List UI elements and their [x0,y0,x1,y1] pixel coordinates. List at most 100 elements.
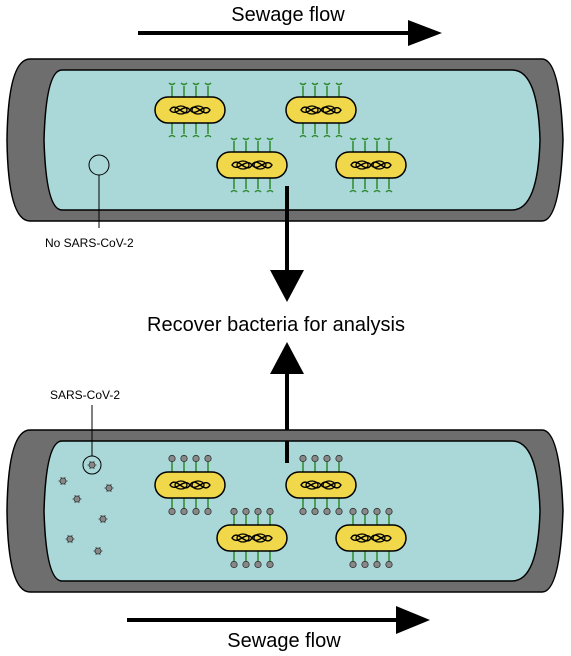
bottom-virus-callout [82,405,102,475]
virus-particle [58,476,68,486]
receptor-fork [168,82,176,86]
receptor-fork [361,137,369,141]
top-sewage-water [43,69,541,211]
receptor-fork [204,82,212,86]
receptor-fork [385,189,393,193]
receptor-fork [385,137,393,141]
bound-virus-particle [192,454,200,463]
bound-virus-particle [180,454,188,463]
receptor-fork [323,134,331,138]
virus-particle [87,460,97,470]
virus-particle [104,483,114,493]
bound-virus-particle [311,507,319,516]
bound-virus-particle [323,507,331,516]
receptor-fork [192,82,200,86]
genome-coil [169,481,211,489]
bound-virus-particle [266,560,274,569]
receptor-fork [361,189,369,193]
receptor-fork [180,134,188,138]
bottom-bacteria-group [154,454,407,569]
genome-coil [350,534,392,542]
bottom-sewage-water [43,440,541,582]
bound-virus-particle [361,560,369,569]
receptor-fork [349,189,357,193]
bound-virus-particle [349,560,357,569]
receptor-fork [311,134,319,138]
bound-virus-particle [311,454,319,463]
virus-particle [93,546,103,556]
recover-bacteria-label: Recover bacteria for analysis [147,314,405,336]
receptor-fork [242,137,250,141]
bacterium [216,507,288,569]
bound-virus-particle [168,454,176,463]
receptor-fork [254,189,262,193]
receptor-fork [373,137,381,141]
genome-coil [300,481,342,489]
receptor-fork [242,189,250,193]
bound-virus-particle [192,507,200,516]
bound-virus-particle [299,454,307,463]
bound-virus-particle [266,507,274,516]
bottom-flow-arrow [127,606,430,634]
receptor-fork [299,134,307,138]
receptor-fork [373,189,381,193]
bound-virus-particle [168,507,176,516]
receptor-fork [266,189,274,193]
bacterium [154,454,226,516]
bound-virus-particle [373,507,381,516]
genome-coil [169,106,211,114]
bottom-panel: SARS-CoV-2 Sewage flow [6,388,564,652]
bound-virus-particle [349,507,357,516]
free-virus-particles [58,460,114,556]
bound-virus-particle [254,560,262,569]
bound-virus-particle [323,454,331,463]
bound-virus-particle [204,507,212,516]
bound-virus-particle [385,507,393,516]
bottom-callout-label: SARS-CoV-2 [50,388,120,402]
bottom-flow-label: Sewage flow [227,630,341,652]
virus-particle [98,514,108,524]
receptor-fork [254,137,262,141]
top-empty-callout [88,154,110,228]
bound-virus-particle [361,507,369,516]
bacterium [335,507,407,569]
virus-particle [72,494,82,504]
receptor-fork [230,189,238,193]
bound-virus-particle [204,454,212,463]
bound-virus-particle [373,560,381,569]
bound-virus-particle [335,454,343,463]
genome-coil [300,106,342,114]
top-flow-label: Sewage flow [231,4,345,26]
genome-coil [350,161,392,169]
down-arrow [270,186,304,302]
receptor-fork [311,82,319,86]
receptor-fork [335,82,343,86]
top-panel: Sewage flow No SARS-CoV-2 [6,4,564,250]
virus-particle [65,534,75,544]
top-callout-label: No SARS-CoV-2 [45,236,134,250]
receptor-fork [230,137,238,141]
receptor-fork [266,137,274,141]
receptor-fork [192,134,200,138]
bound-virus-particle [180,507,188,516]
bound-virus-particle [254,507,262,516]
receptor-fork [335,134,343,138]
receptor-fork [168,134,176,138]
bacterium [285,454,357,516]
receptor-fork [299,82,307,86]
receptor-fork [349,137,357,141]
bound-virus-particle [242,507,250,516]
bacterium [285,82,357,138]
bound-virus-particle [230,507,238,516]
bound-virus-particle [385,560,393,569]
top-flow-arrow [138,20,442,46]
bound-virus-particle [335,507,343,516]
bound-virus-particle [242,560,250,569]
receptor-fork [323,82,331,86]
bound-virus-particle [299,507,307,516]
receptor-fork [204,134,212,138]
genome-coil [231,534,273,542]
bacterium [216,137,288,193]
receptor-fork [180,82,188,86]
